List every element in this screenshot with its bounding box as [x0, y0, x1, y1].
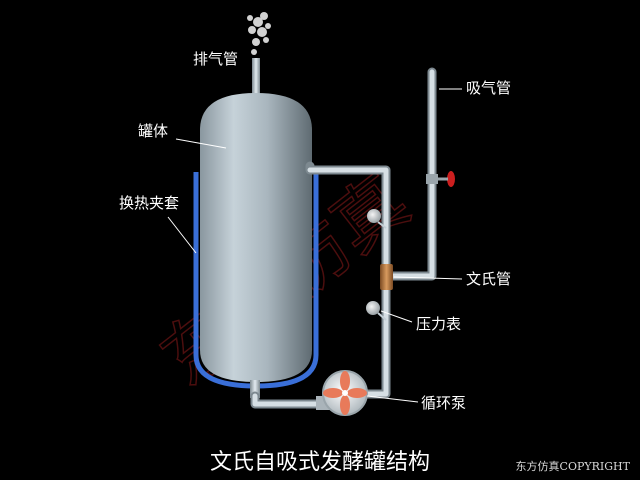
venturi-tube	[380, 264, 393, 290]
label-exhaust-pipe: 排气管	[193, 50, 239, 68]
label-circulation-pump: 循环泵	[421, 394, 467, 412]
tank-outlet	[250, 380, 260, 398]
exhaust-pipe	[252, 58, 260, 98]
circulation-pump	[316, 370, 368, 416]
label-heat-jacket: 换热夹套	[119, 194, 180, 212]
label-pressure-gauge: 压力表	[416, 315, 462, 333]
copyright-notice: 东方仿真COPYRIGHT	[515, 460, 630, 473]
leader-lines	[167, 88, 463, 403]
pressure-gauge-lower	[366, 301, 387, 321]
label-suction-pipe: 吸气管	[466, 79, 512, 97]
circulation-piping	[250, 67, 437, 409]
label-venturi-tube: 文氏管	[466, 270, 512, 288]
diagram-title: 文氏自吸式发酵罐结构	[209, 450, 430, 475]
suction-valve	[426, 171, 455, 187]
pressure-gauge-upper	[367, 209, 387, 229]
pump-fan-icon	[323, 371, 367, 415]
steam-plume	[247, 12, 271, 55]
tank-body	[200, 93, 312, 382]
label-tank-body: 罐体	[138, 122, 169, 140]
